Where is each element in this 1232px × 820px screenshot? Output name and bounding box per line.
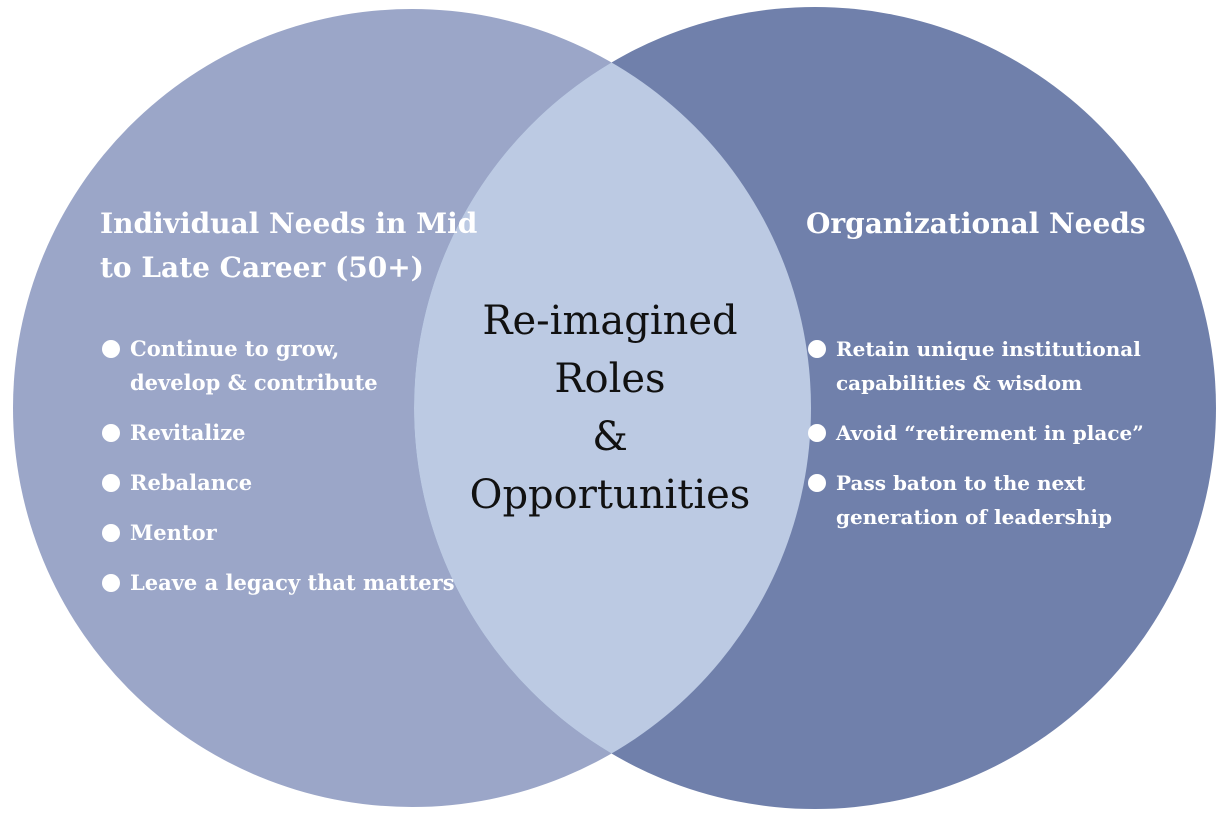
list-item: Avoid “retirement in place” xyxy=(806,416,1186,450)
bullet-dot-icon xyxy=(102,524,120,542)
list-item-label: Retain unique institutional capabilities… xyxy=(836,337,1141,395)
list-item: Leave a legacy that matters xyxy=(100,566,480,600)
bullet-dot-icon xyxy=(102,424,120,442)
left-panel: Individual Needs in Mid to Late Career (… xyxy=(100,202,480,616)
bullet-dot-icon xyxy=(102,574,120,592)
list-item: Pass baton to the next generation of lea… xyxy=(806,466,1186,534)
list-item-label: Rebalance xyxy=(130,470,253,495)
list-item: Mentor xyxy=(100,516,480,550)
list-item: Revitalize xyxy=(100,416,480,450)
list-item-label: Revitalize xyxy=(130,420,246,445)
center-label: Re-imagined Roles & Opportunities xyxy=(469,298,751,518)
list-item-label: Continue to grow, develop & contribute xyxy=(130,336,378,395)
bullet-dot-icon xyxy=(808,340,826,358)
right-title: Organizational Needs xyxy=(806,207,1146,240)
right-bullet-list: Retain unique institutional capabilities… xyxy=(806,332,1186,534)
list-item: Retain unique institutional capabilities… xyxy=(806,332,1186,400)
bullet-dot-icon xyxy=(808,474,826,492)
list-item-label: Pass baton to the next generation of lea… xyxy=(836,471,1112,529)
bullet-dot-icon xyxy=(102,340,120,358)
bullet-dot-icon xyxy=(102,474,120,492)
bullet-dot-icon xyxy=(808,424,826,442)
list-item-label: Leave a legacy that matters xyxy=(130,570,455,595)
list-item-label: Avoid “retirement in place” xyxy=(836,421,1144,445)
left-bullet-list: Continue to grow, develop & contribute R… xyxy=(100,332,480,600)
list-item: Continue to grow, develop & contribute xyxy=(100,332,480,400)
left-title: Individual Needs in Mid to Late Career (… xyxy=(100,207,478,284)
overlap-region xyxy=(414,9,811,807)
list-item: Rebalance xyxy=(100,466,480,500)
right-panel: Organizational Needs Retain unique insti… xyxy=(806,202,1186,550)
list-item-label: Mentor xyxy=(130,520,217,545)
